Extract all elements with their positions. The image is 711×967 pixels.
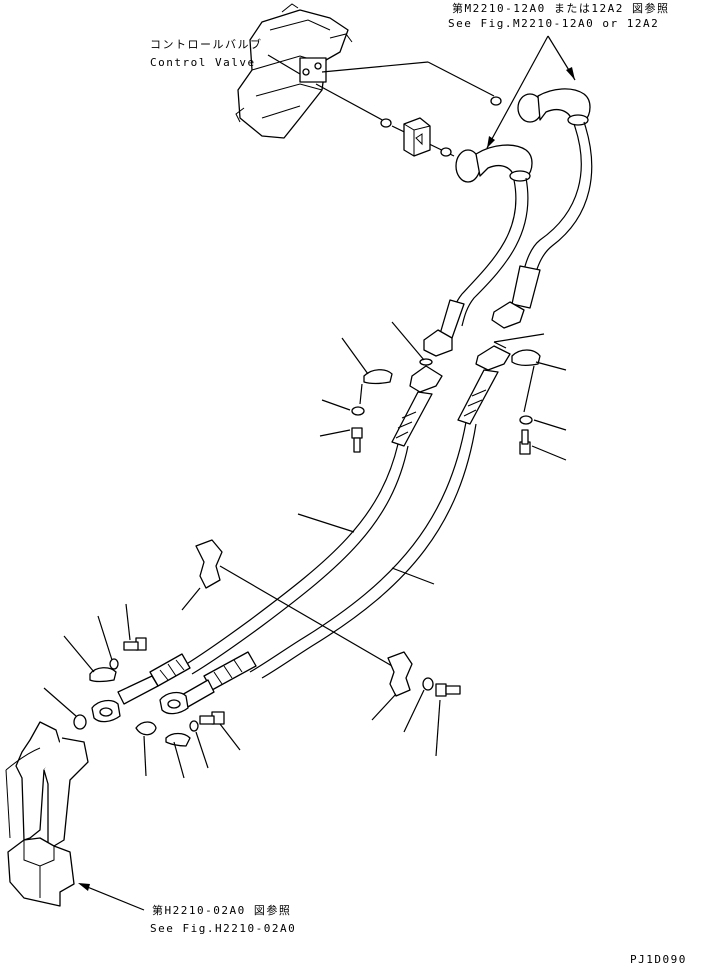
leader-split-lower-left: [63, 635, 95, 673]
control-valve-leader: [267, 54, 301, 75]
ref-arrow-bottom-head: [78, 883, 90, 891]
bolt-mid-left: [351, 427, 363, 453]
bolt-lower-left: [123, 637, 147, 651]
drawing-code: PJ1D090: [630, 953, 687, 966]
control-valve-drawing: [235, 3, 353, 139]
control-valve-label-jp: コントロールバルブ: [150, 38, 263, 51]
o-ring-lower-left: [73, 714, 87, 730]
ref-arrow-bottom: [79, 883, 145, 911]
flange-adapter-upper-left: [423, 299, 465, 357]
o-ring-adapter: [419, 358, 433, 366]
split-flange-lower-left: [89, 667, 117, 683]
split-flange-lower-right: [165, 732, 191, 747]
hose-assembly-right: [457, 345, 511, 425]
clamp-line: [219, 565, 393, 667]
lower-unit-drawing: [5, 721, 89, 907]
ref-bottom-jp: 第H2210-02A0 図参照: [152, 904, 292, 917]
leader-oring-adapter: [391, 321, 425, 361]
leader-split-lower-right: [173, 741, 185, 779]
leader-flange-right: [535, 361, 567, 371]
bolt-lower-center: [199, 711, 225, 725]
o-ring-upper: [490, 96, 502, 106]
elbow-fitting-lower: [455, 144, 533, 183]
leader-hose-2: [391, 567, 435, 585]
split-flange-right: [511, 349, 541, 366]
washer-lower-center: [189, 720, 199, 732]
washer-lower-left: [109, 658, 119, 670]
o-ring-valve: [380, 118, 392, 128]
reference-arrows: [486, 35, 576, 149]
ref-top-right-jp: 第M2210-12A0 または12A2 図参照: [452, 2, 670, 15]
control-valve-label-en: Control Valve: [150, 56, 256, 69]
elbow-fitting-upper: [517, 88, 591, 126]
long-hoses: [179, 421, 477, 679]
leader-flange-left: [341, 337, 369, 375]
clamp-lower: [387, 651, 413, 697]
hose-end-upper: [117, 653, 191, 705]
leader-clamp-lower: [371, 693, 397, 721]
split-flange-left: [363, 369, 393, 385]
washer-mid-right: [519, 415, 533, 425]
ref-top-right-en: See Fig.M2210-12A0 or 12A2: [448, 17, 660, 30]
leader-hose-1: [297, 513, 355, 533]
bolt-lower-right: [435, 683, 461, 697]
leader-clamp-upper: [181, 587, 201, 611]
washer-lower-right: [422, 677, 434, 691]
flange-lower-right: [159, 691, 189, 715]
o-ring-lower: [440, 147, 452, 157]
flange-adapter-upper-right: [491, 265, 541, 329]
washer-mid-left: [351, 406, 365, 416]
o-ring-lower-center: [135, 721, 157, 736]
hose-assembly-left: [391, 365, 443, 447]
flange-block: [403, 117, 431, 157]
bolt-mid-right: [519, 429, 531, 455]
flange-lower-left: [91, 699, 121, 723]
clamp-upper: [195, 539, 223, 589]
ref-bottom-en: See Fig.H2210-02A0: [150, 922, 297, 935]
leader-oring-right: [493, 333, 545, 343]
